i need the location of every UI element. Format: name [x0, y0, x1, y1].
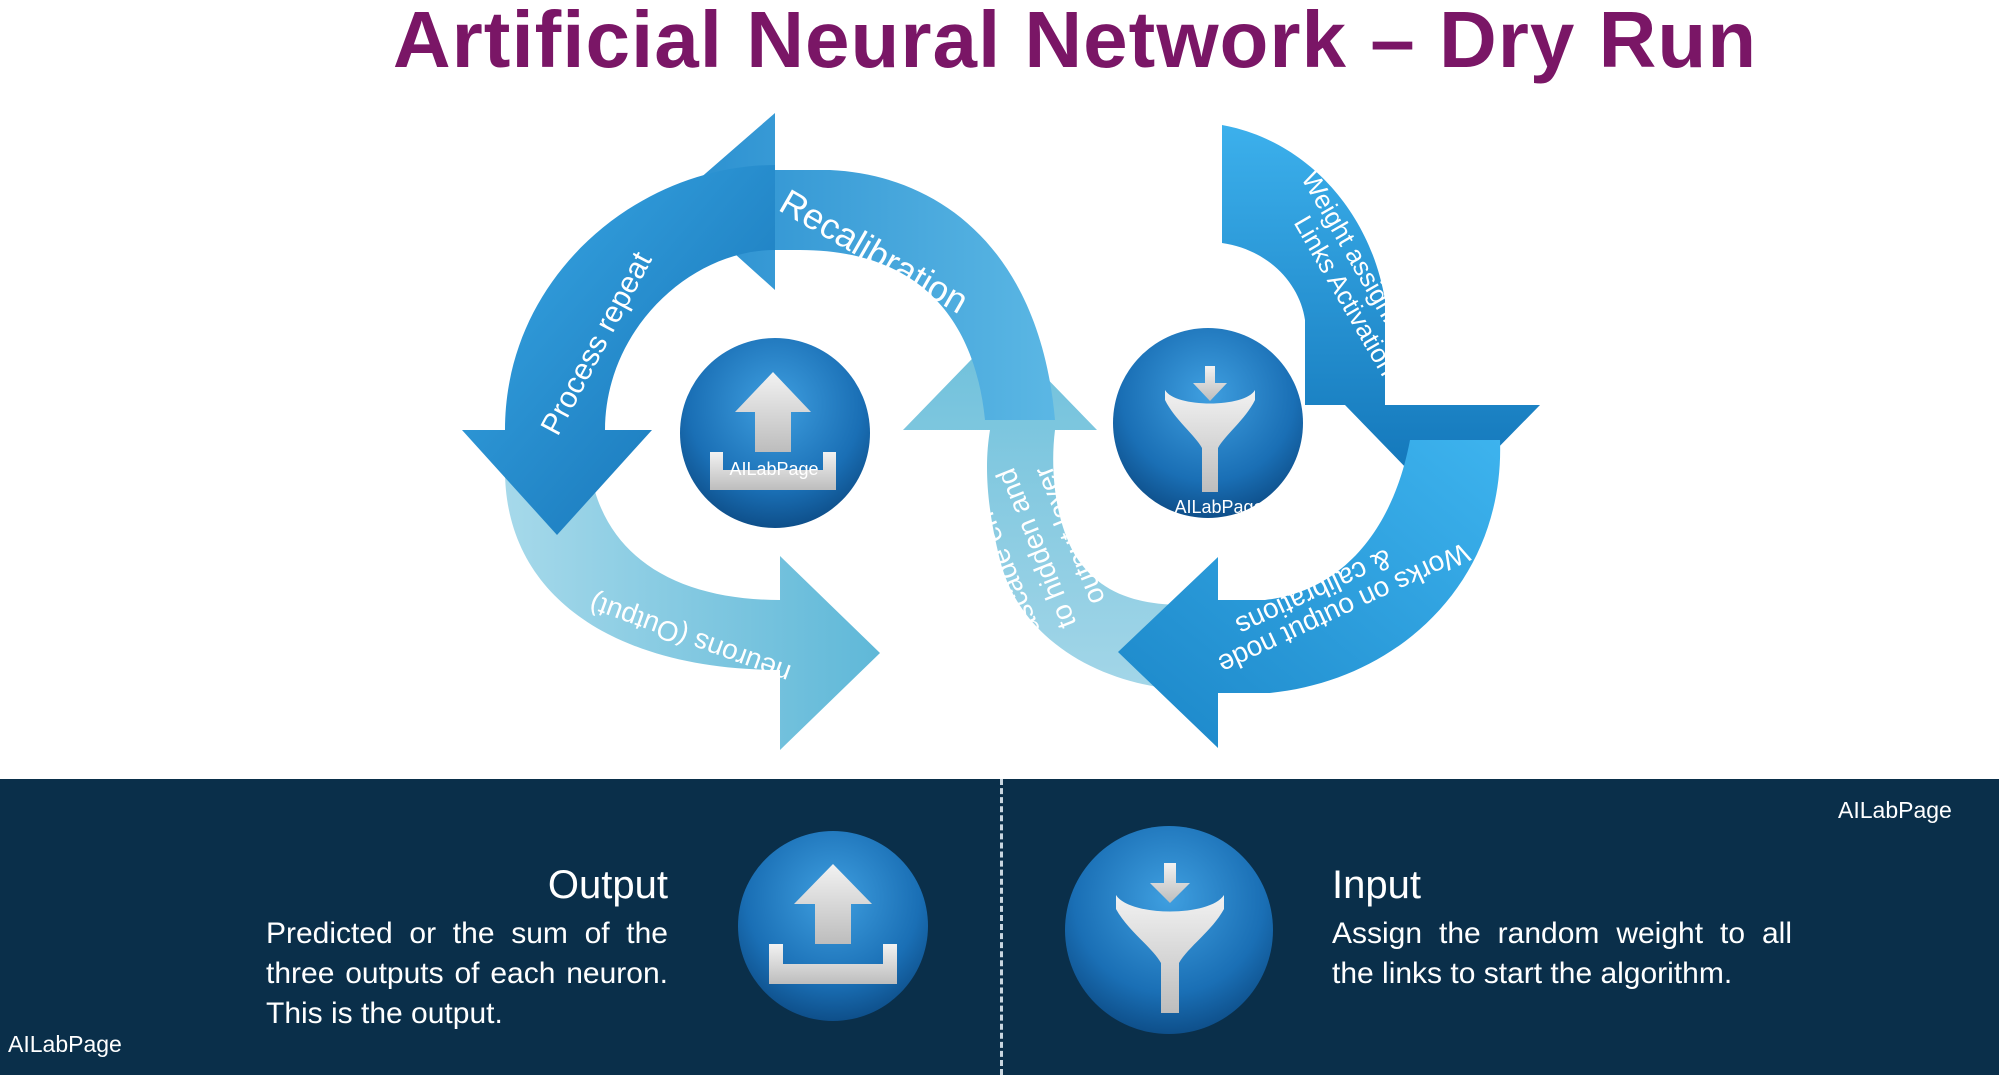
upload-tray-icon	[769, 864, 897, 984]
panel-divider	[1000, 779, 1003, 1075]
left-circle-watermark: AILabPage	[729, 459, 818, 479]
process-repeat-arrow	[462, 165, 775, 535]
upload-tray-icon	[710, 372, 836, 490]
left-output-circle: AILabPage	[680, 338, 870, 528]
page-title: Artificial Neural Network – Dry Run	[392, 0, 1758, 84]
sum-of-neurons-arrow	[505, 470, 880, 750]
input-heading: Input	[1332, 863, 1421, 907]
funnel-icon	[1116, 863, 1224, 1013]
works-on-output-arrow	[1118, 440, 1501, 748]
input-icon-circle	[1065, 826, 1273, 1034]
output-description: Predicted or the sum of the three output…	[266, 917, 668, 1030]
weight-assignment-arrow	[1222, 125, 1540, 505]
watermark-top-right: AILabPage	[1838, 797, 1952, 823]
dry-run-cycle-diagram: AILabPage AILabPage Process repeat Recal…	[462, 113, 1540, 750]
output-icon-circle	[738, 831, 928, 1021]
info-panel	[0, 779, 1999, 1075]
right-input-circle: AILabPage	[1113, 328, 1303, 518]
right-circle-watermark: AILabPage	[1174, 497, 1263, 517]
funnel-icon	[1165, 366, 1255, 492]
output-heading: Output	[547, 863, 668, 907]
input-description: Assign the random weight to all the link…	[1332, 917, 1792, 990]
watermark-bottom-left: AILabPage	[8, 1031, 122, 1057]
cascade-errors-arrow	[903, 330, 1185, 690]
